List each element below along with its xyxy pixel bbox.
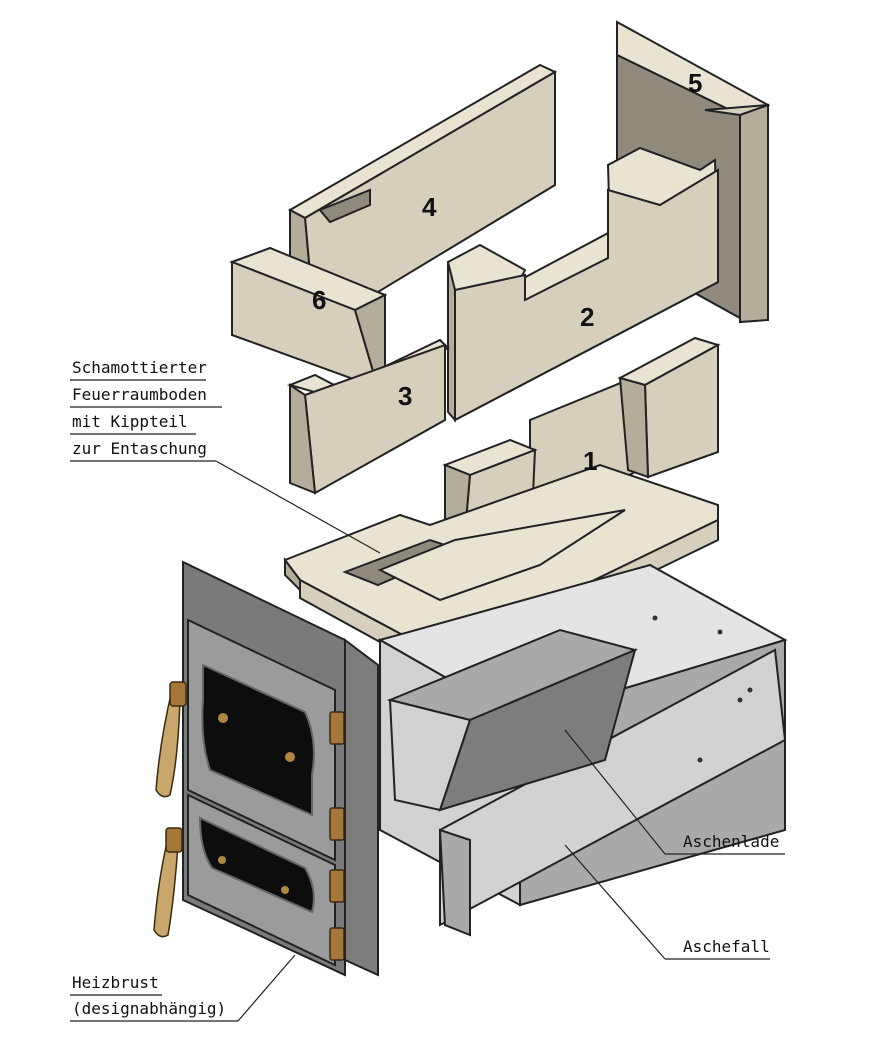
part-label-4: 4 — [422, 192, 437, 222]
part-label-3: 3 — [398, 381, 412, 411]
callout-firebox-floor-line-4: zur Entaschung — [72, 439, 207, 458]
door-front — [153, 560, 379, 977]
callout-door-front: Heizbrust (designabhängig) — [70, 954, 296, 1022]
callout-ash-pit: Aschefall — [564, 844, 770, 960]
callout-ash-drawer: Aschenlade — [564, 729, 785, 855]
callout-firebox-floor-line-3: mit Kippteil — [72, 412, 188, 431]
part-label-2: 2 — [580, 302, 594, 332]
part-2-side-wall — [446, 146, 720, 423]
part-label-5: 5 — [688, 68, 702, 98]
callout-ash-drawer-label: Aschenlade — [683, 832, 779, 851]
callout-door-front-line-1: Heizbrust — [72, 973, 159, 992]
ash-drawer — [386, 628, 639, 812]
part-6-side-brick — [229, 246, 388, 392]
callout-firebox-floor-line-2: Feuerraumboden — [72, 385, 207, 404]
callout-ash-pit-label: Aschefall — [683, 937, 770, 956]
callout-firebox-floor-line-1: Schamottierter — [72, 358, 207, 377]
callout-firebox-floor: Schamottierter Feuerraumboden mit Kippte… — [70, 358, 381, 554]
part-label-6: 6 — [312, 285, 326, 315]
callout-door-front-line-2: (designabhängig) — [72, 999, 226, 1018]
part-3-front-wall — [286, 338, 450, 495]
part-label-1: 1 — [583, 446, 597, 476]
